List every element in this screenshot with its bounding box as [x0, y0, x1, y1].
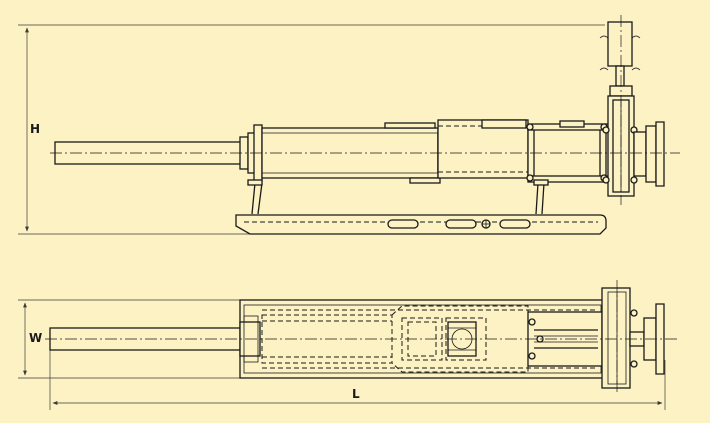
base-skid	[235, 214, 607, 235]
length-dimension: L	[49, 340, 666, 410]
width-label: W	[29, 331, 42, 345]
top-valve-body	[601, 287, 631, 389]
height-label: H	[30, 122, 40, 136]
outlet-pipe	[633, 131, 647, 177]
valve-top	[607, 21, 633, 67]
skid-slot	[499, 219, 531, 229]
width-dimension: W	[18, 299, 250, 379]
skid-slot	[387, 219, 419, 229]
length-label: L	[352, 387, 360, 401]
rear-housing	[437, 119, 529, 179]
outlet-flange	[655, 121, 665, 187]
top-view: W L	[18, 280, 680, 410]
skid-slot	[445, 219, 477, 229]
side-view: H	[18, 15, 680, 235]
height-dimension: H	[18, 24, 605, 235]
